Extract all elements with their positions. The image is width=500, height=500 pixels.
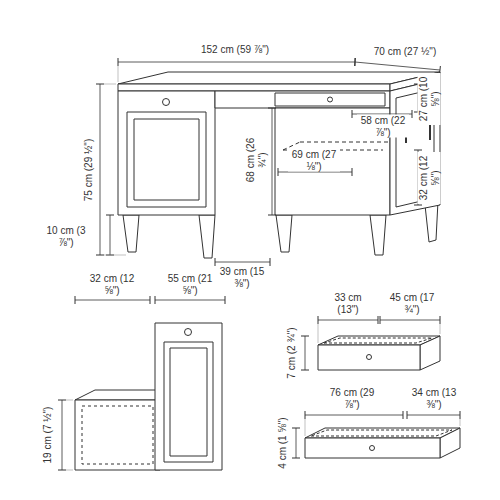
dimension-label: 45 cm (17 ¾")	[386, 292, 438, 315]
dimension-lines-stroke	[278, 172, 352, 173]
dimension-label: 4 cm (1 ⅝")	[277, 415, 289, 470]
pedestal-door-part-stroke	[155, 323, 222, 470]
long-drawer-stroke	[305, 428, 460, 438]
desk-body-stroke	[300, 142, 405, 143]
extension-lines-stroke	[66, 470, 73, 471]
small-drawer-stroke	[420, 336, 440, 370]
dimension-label: 32 cm (12 ⅝")	[86, 273, 138, 296]
pedestal-door-part-stroke	[185, 329, 192, 336]
dimension-lines-stroke	[215, 262, 270, 263]
small-drawer-stroke	[367, 355, 372, 360]
dimension-label: 27 cm (10 ⅝")	[418, 73, 441, 125]
small-drawer	[318, 336, 440, 370]
dimension-lines-stroke	[118, 62, 355, 63]
dimension-label: 55 cm (21 ⅝")	[164, 273, 216, 296]
extension-lines-stroke	[318, 324, 319, 343]
desk-body-stroke	[199, 215, 215, 258]
dimension-label: 33 cm (13")	[325, 292, 371, 315]
dimension-lines-stroke	[318, 320, 378, 321]
dimension-lines-stroke	[380, 320, 440, 321]
desk-body-stroke	[118, 84, 390, 91]
desk-body	[118, 72, 440, 258]
dimension-label: 75 cm (29 ½")	[83, 137, 95, 203]
desk-body-stroke	[123, 215, 139, 252]
dimension-lines-stroke	[100, 84, 101, 255]
dimension-lines-stroke	[62, 400, 63, 470]
pedestal-door-part-stroke	[164, 342, 213, 462]
pedestal-door-part	[75, 323, 222, 470]
dimension-lines-stroke	[305, 336, 306, 370]
dimension-lines-stroke	[355, 62, 440, 70]
dimension-label: 76 cm (29 ⅞")	[326, 387, 378, 410]
small-drawer-stroke	[324, 338, 432, 343]
dimension-lines-stroke	[75, 300, 150, 301]
long-drawer-stroke	[440, 428, 460, 458]
dimension-label: 69 cm (27 ⅛")	[288, 149, 340, 172]
extension-lines-stroke	[66, 400, 73, 401]
desk-body-stroke	[118, 72, 440, 84]
desk-body-stroke	[134, 119, 199, 200]
desk-body-stroke	[370, 215, 386, 255]
pedestal-door-part-stroke	[75, 400, 160, 470]
desk-body-stroke	[429, 125, 431, 140]
long-drawer	[305, 428, 460, 458]
pedestal-door-part-stroke	[82, 406, 153, 464]
dimension-label: 19 cm (7 ½")	[42, 405, 54, 466]
desk-body-stroke	[276, 215, 292, 252]
small-drawer-stroke	[318, 345, 420, 370]
extension-lines-stroke	[104, 255, 126, 256]
dimension-label: 32 cm (12 ⅝")	[418, 152, 441, 204]
dimension-lines-stroke	[296, 428, 297, 458]
extension-lines	[66, 66, 460, 470]
small-drawer-stroke	[318, 336, 440, 345]
extension-lines-stroke	[440, 324, 441, 334]
desk-body-stroke	[275, 93, 385, 106]
desk-body-stroke	[163, 99, 170, 106]
long-drawer-stroke	[305, 438, 440, 458]
long-drawer-stroke	[311, 430, 452, 436]
dimension-label: 58 cm (22 ⅞")	[357, 115, 409, 138]
extension-lines-stroke	[118, 66, 119, 82]
dimension-label: 7 cm (2 ¾")	[286, 325, 298, 380]
dimension-label: 68 cm (26 ¾")	[245, 134, 268, 186]
desk-body-stroke	[118, 91, 215, 215]
dimension-lines	[62, 62, 460, 470]
dimension-label: 70 cm (27 ½")	[372, 46, 438, 58]
long-drawer-stroke	[370, 446, 375, 451]
dimension-lines-stroke	[110, 215, 111, 255]
dimension-label: 34 cm (13 ⅜")	[408, 387, 460, 410]
pedestal-door-part-stroke	[75, 390, 160, 400]
dimension-lines-stroke	[155, 300, 225, 301]
dimension-label: 10 cm (3 ⅞")	[41, 225, 91, 248]
dimension-lines-stroke	[272, 108, 273, 215]
desk-body-stroke	[127, 112, 206, 207]
dimension-label: 152 cm (59 ⅞")	[199, 44, 271, 56]
pedestal-door-part-stroke	[170, 348, 207, 456]
desk-body-stroke	[328, 97, 333, 102]
extension-lines-stroke	[460, 419, 461, 426]
dimension-lines-stroke	[305, 415, 403, 416]
extension-lines-stroke	[104, 84, 116, 85]
extension-lines-stroke	[305, 419, 306, 436]
dimension-lines-stroke	[407, 415, 460, 416]
desk-body-stroke	[215, 91, 390, 108]
dimension-label: 39 cm (15 ⅜")	[216, 266, 268, 289]
